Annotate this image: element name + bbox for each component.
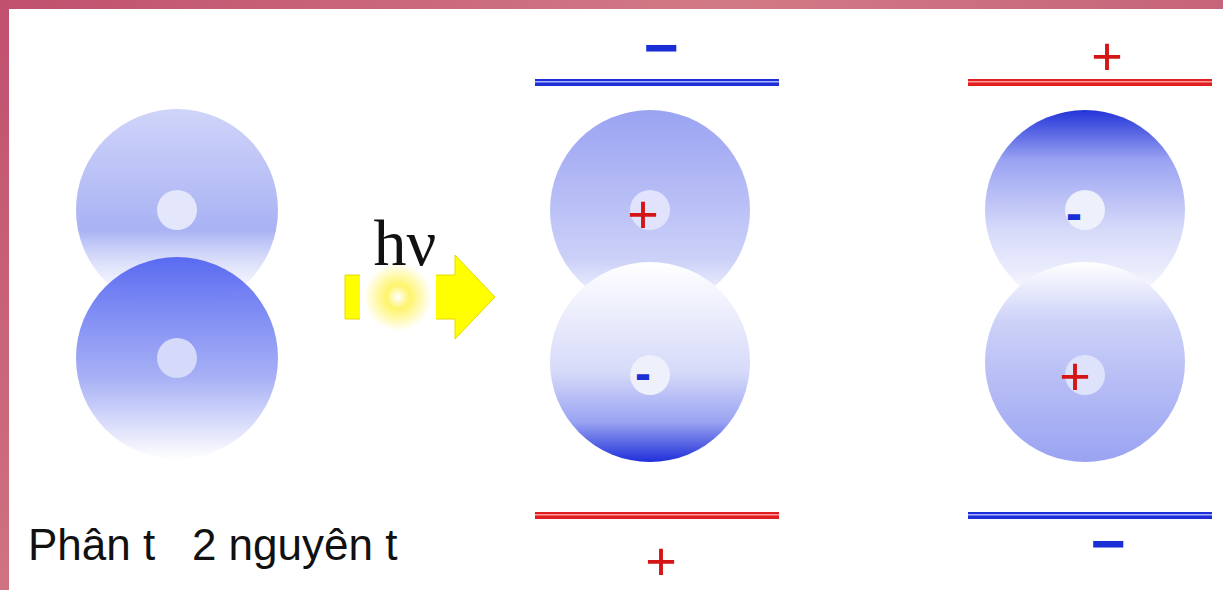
reversed-molecule — [968, 79, 1212, 519]
charge-sign: + — [1059, 349, 1091, 403]
polarized-molecule — [535, 79, 779, 519]
charge-sign: - — [635, 350, 651, 398]
photon-label: hν — [374, 210, 437, 276]
plate-sign: + — [645, 534, 677, 588]
neutral-molecule — [76, 109, 278, 459]
caption-label: Phân t 2 nguyên t — [28, 523, 397, 567]
plate-sign: + — [1091, 29, 1123, 83]
charge-sign: - — [1066, 190, 1082, 238]
plate-sign: − — [643, 18, 678, 78]
plate-sign: − — [1090, 514, 1125, 574]
charge-sign: + — [627, 187, 659, 241]
